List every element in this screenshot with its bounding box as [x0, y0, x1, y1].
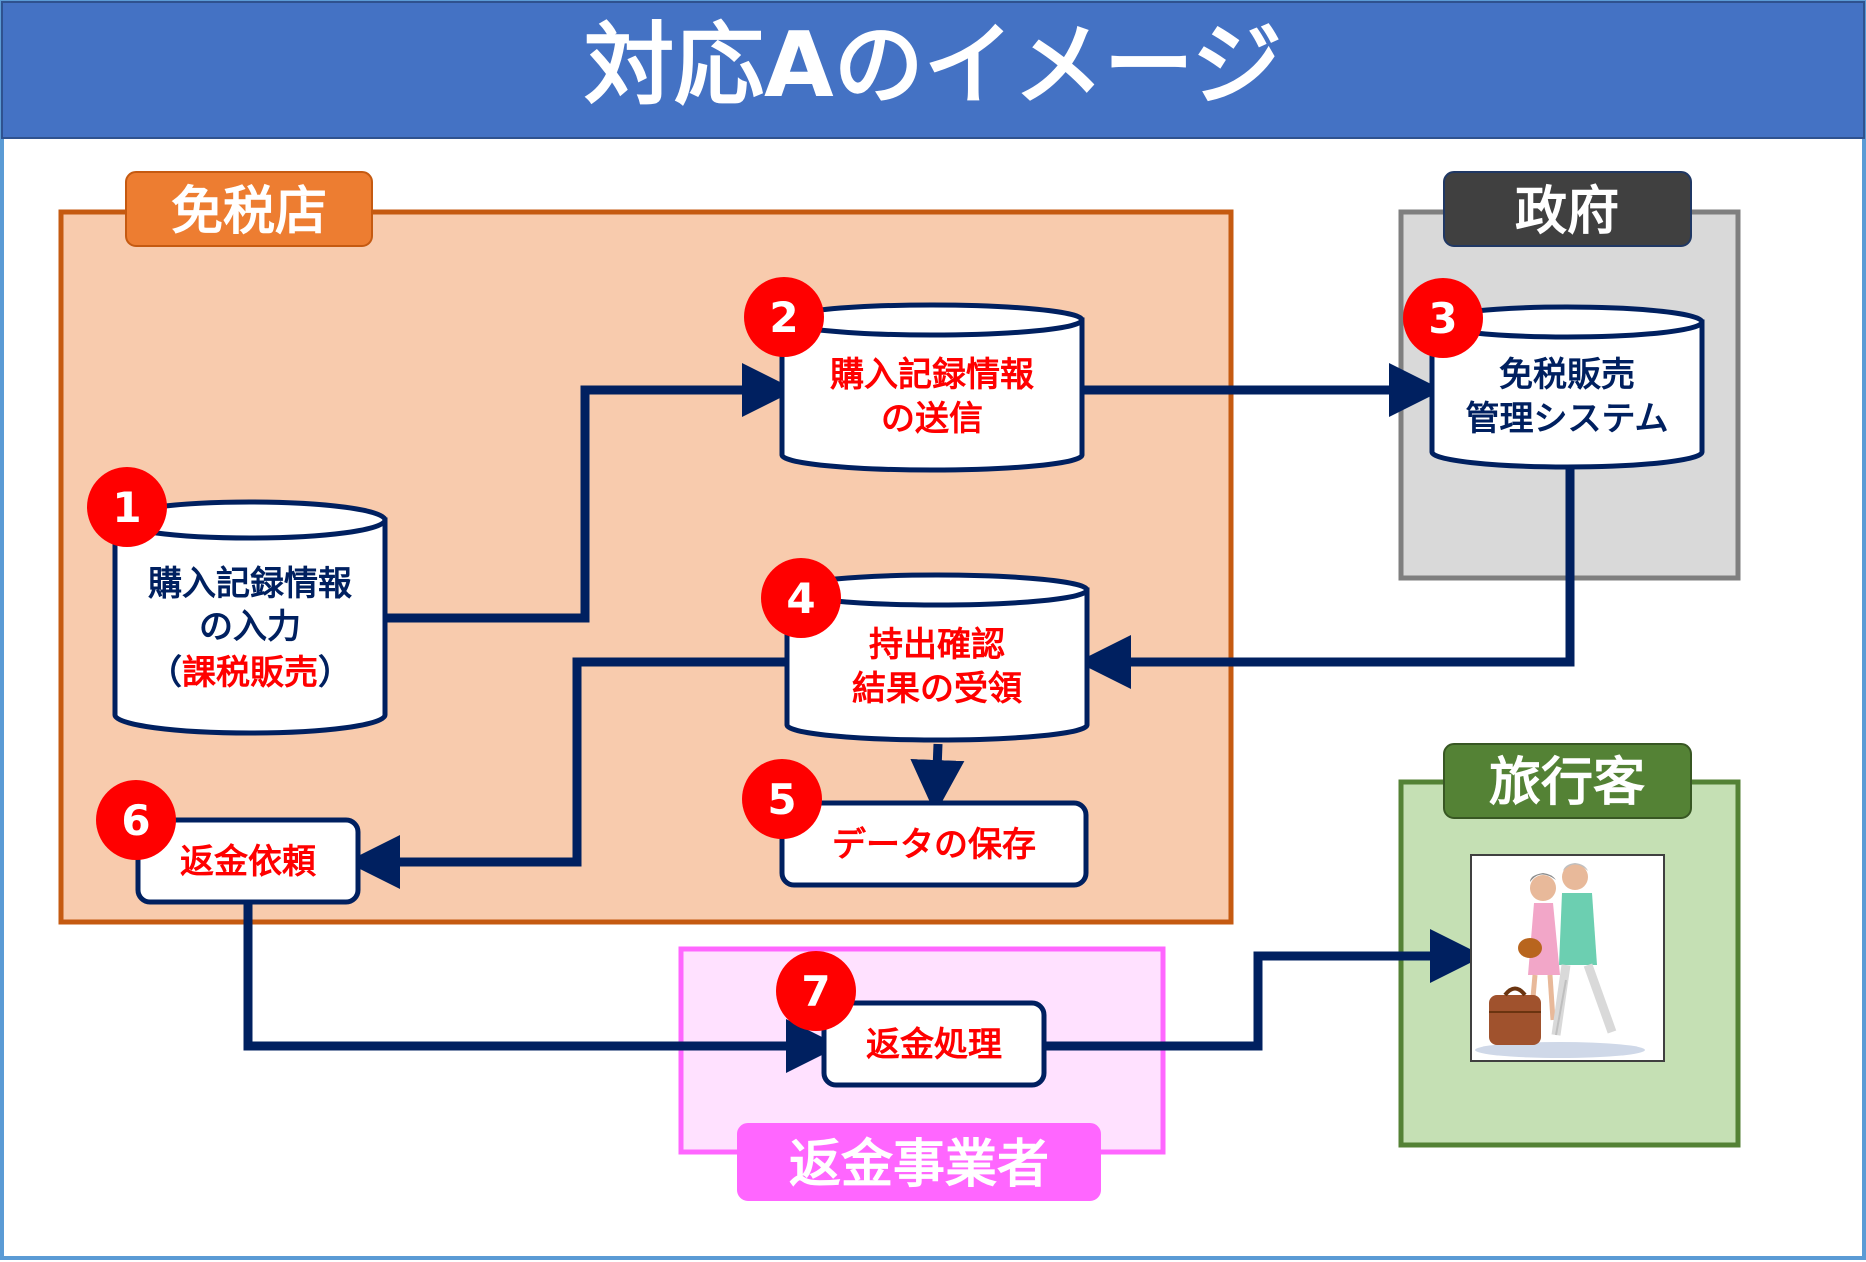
- svg-text:2: 2: [769, 293, 798, 342]
- step-3-cylinder: [1429, 304, 1705, 470]
- shop-label-box: [125, 171, 373, 247]
- step-1-cylinder: [112, 499, 388, 736]
- step-3-line-2: 管理システム: [1466, 399, 1669, 439]
- step-4-cylinder: [784, 572, 1090, 743]
- step-2-cylinder: [779, 302, 1085, 473]
- svg-text:5: 5: [767, 775, 796, 824]
- refund-operator-label-box: [737, 1123, 1101, 1201]
- step-6-box: [135, 817, 361, 905]
- title-bar: [1, 1, 1865, 139]
- page-title: 対応Aのイメージ: [584, 13, 1282, 118]
- step-2-line-1: 購入記録情報: [830, 355, 1034, 395]
- arrow-4-to-5: [910, 743, 965, 814]
- step-7-label: 返金処理: [866, 1025, 1002, 1065]
- step-3-line-1: 免税販売: [1499, 355, 1635, 395]
- step-5-label: データの保存: [832, 825, 1036, 865]
- svg-text:6: 6: [121, 796, 150, 845]
- step-6-label: 返金依頼: [180, 842, 317, 882]
- svg-text:4: 4: [786, 574, 815, 623]
- step-4-line-1: 持出確認: [869, 625, 1005, 665]
- step-5-badge: 5: [742, 759, 822, 839]
- svg-text:3: 3: [1428, 294, 1457, 343]
- step-6-badge: 6: [96, 780, 176, 860]
- step-4-line-2: 結果の受領: [852, 669, 1022, 709]
- step-7-box: [821, 1000, 1047, 1088]
- traveler-label: 旅行客: [1489, 753, 1645, 813]
- refund-operator-label: 返金事業者: [789, 1135, 1049, 1195]
- traveler-illustration: [1470, 854, 1665, 1062]
- traveler-label-box: [1443, 743, 1692, 819]
- svg-text:7: 7: [801, 967, 830, 1016]
- shop-label: 免税店: [171, 182, 327, 242]
- step-2-line-2: の送信: [881, 399, 983, 439]
- arrow-3-to-4: [1077, 468, 1575, 689]
- arrow-7-to-traveler: [1044, 929, 1484, 1051]
- step-1-badge: 1: [87, 467, 167, 547]
- step-5-box: [779, 800, 1089, 888]
- step-3-badge: 3: [1403, 278, 1483, 358]
- step-1-line-2: の入力: [199, 607, 301, 647]
- step-4-badge: 4: [761, 558, 841, 638]
- arrow-4-to-6: [346, 657, 789, 889]
- government-label-box: [1443, 171, 1692, 247]
- government-label: 政府: [1515, 182, 1619, 242]
- step-1-line-1: 購入記録情報: [148, 564, 352, 604]
- step-1-note: （課税販売）: [148, 653, 352, 693]
- step-2-badge: 2: [744, 277, 824, 357]
- step-7-badge: 7: [776, 951, 856, 1031]
- arrow-6-to-7: [243, 904, 840, 1073]
- arrow-1-to-2: [385, 363, 796, 623]
- svg-text:1: 1: [112, 483, 141, 532]
